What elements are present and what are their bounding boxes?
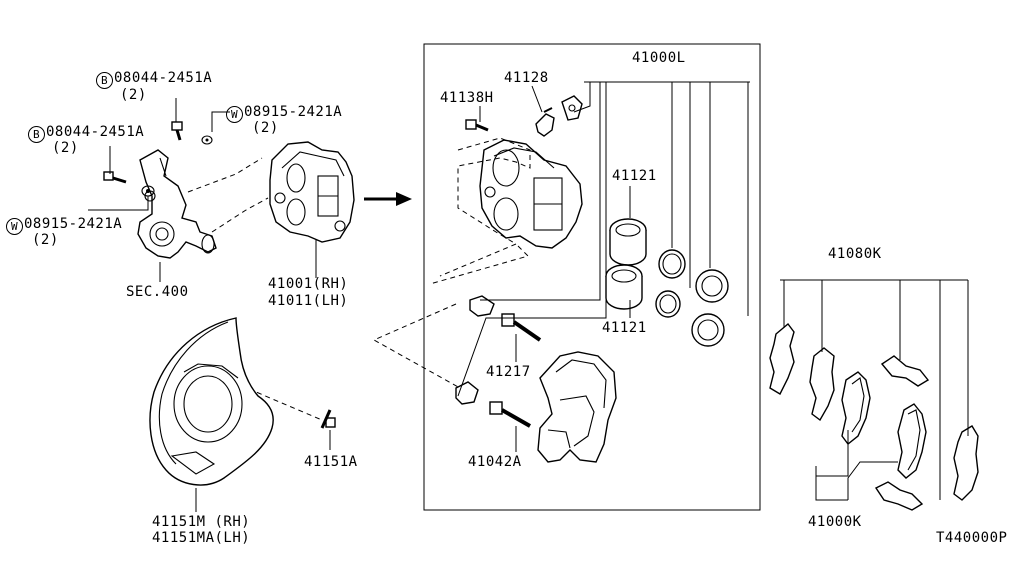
knuckle-ref-label: SEC.400 [126, 284, 189, 300]
drawing-id-label: T440000P [936, 530, 1008, 546]
caliper-bracket [537, 351, 617, 463]
pad-shim-1 [769, 322, 795, 395]
washer-top-code: 08915-2421A [244, 104, 343, 120]
bleeder-screw [535, 107, 555, 137]
washer-symbol-icon: W [6, 218, 23, 235]
bolt-top-code: 08044-2451A [114, 70, 213, 86]
piston-seals [655, 249, 686, 318]
pad-shim-2 [809, 347, 835, 422]
caliper-lh-label: 41011(LH) [268, 293, 349, 309]
dust-shield [149, 317, 274, 486]
pad-kit-label: 41080K [828, 246, 882, 262]
direction-arrow [364, 192, 412, 206]
piston-lower-label: 41121 [602, 320, 647, 336]
anti-rattle-clip-lower [874, 481, 924, 511]
washer-low-code: 08915-2421A [24, 216, 123, 232]
bleeder-cap-label: 41138H [440, 90, 494, 106]
bleeder-cap [465, 119, 489, 132]
pin-lower-label: 41042A [468, 454, 522, 470]
dust-boots [691, 269, 729, 347]
shield-bolt-label: 41151A [304, 454, 358, 470]
assembly-frame [423, 43, 761, 511]
washer-symbol-icon: W [226, 106, 243, 123]
guide-pin-lower [489, 401, 531, 428]
bolt-top [171, 121, 183, 141]
anti-rattle-clip-upper [880, 355, 930, 387]
bolt-mid-qty: (2) [52, 140, 79, 156]
shield-bolt [320, 409, 336, 429]
bolt-symbol-icon: B [28, 126, 45, 143]
piston-lower [605, 264, 643, 310]
washer-top-qty: (2) [252, 120, 279, 136]
shield-lh-label: 41151MA(LH) [152, 530, 251, 546]
guide-pin-upper [501, 313, 542, 342]
steering-knuckle [137, 149, 217, 259]
bolt-mid-code: 08044-2451A [46, 124, 145, 140]
hose-fitting [561, 95, 583, 121]
bolt-symbol-icon: B [96, 72, 113, 89]
bleeder-screw-label: 41128 [504, 70, 549, 86]
caliper-body [479, 139, 583, 249]
pad-inner [841, 371, 871, 445]
piston-upper [609, 218, 647, 266]
bolt-top-qty: (2) [120, 87, 147, 103]
washer-low-qty: (2) [32, 232, 59, 248]
caliper-assembly-left [269, 141, 355, 243]
bolt-mid [103, 171, 127, 184]
shield-rh-label: 41151M (RH) [152, 514, 251, 530]
pin-upper-label: 41217 [486, 364, 531, 380]
pad-shim-3 [953, 425, 979, 501]
guide-pin-boot-upper [469, 295, 495, 317]
piston-upper-label: 41121 [612, 168, 657, 184]
pad-set-label: 41000K [808, 514, 862, 530]
caliper-rh-label: 41001(RH) [268, 276, 349, 292]
kit-top-label: 41000L [632, 50, 686, 66]
washer-top [201, 135, 213, 145]
pad-outer [897, 403, 927, 479]
